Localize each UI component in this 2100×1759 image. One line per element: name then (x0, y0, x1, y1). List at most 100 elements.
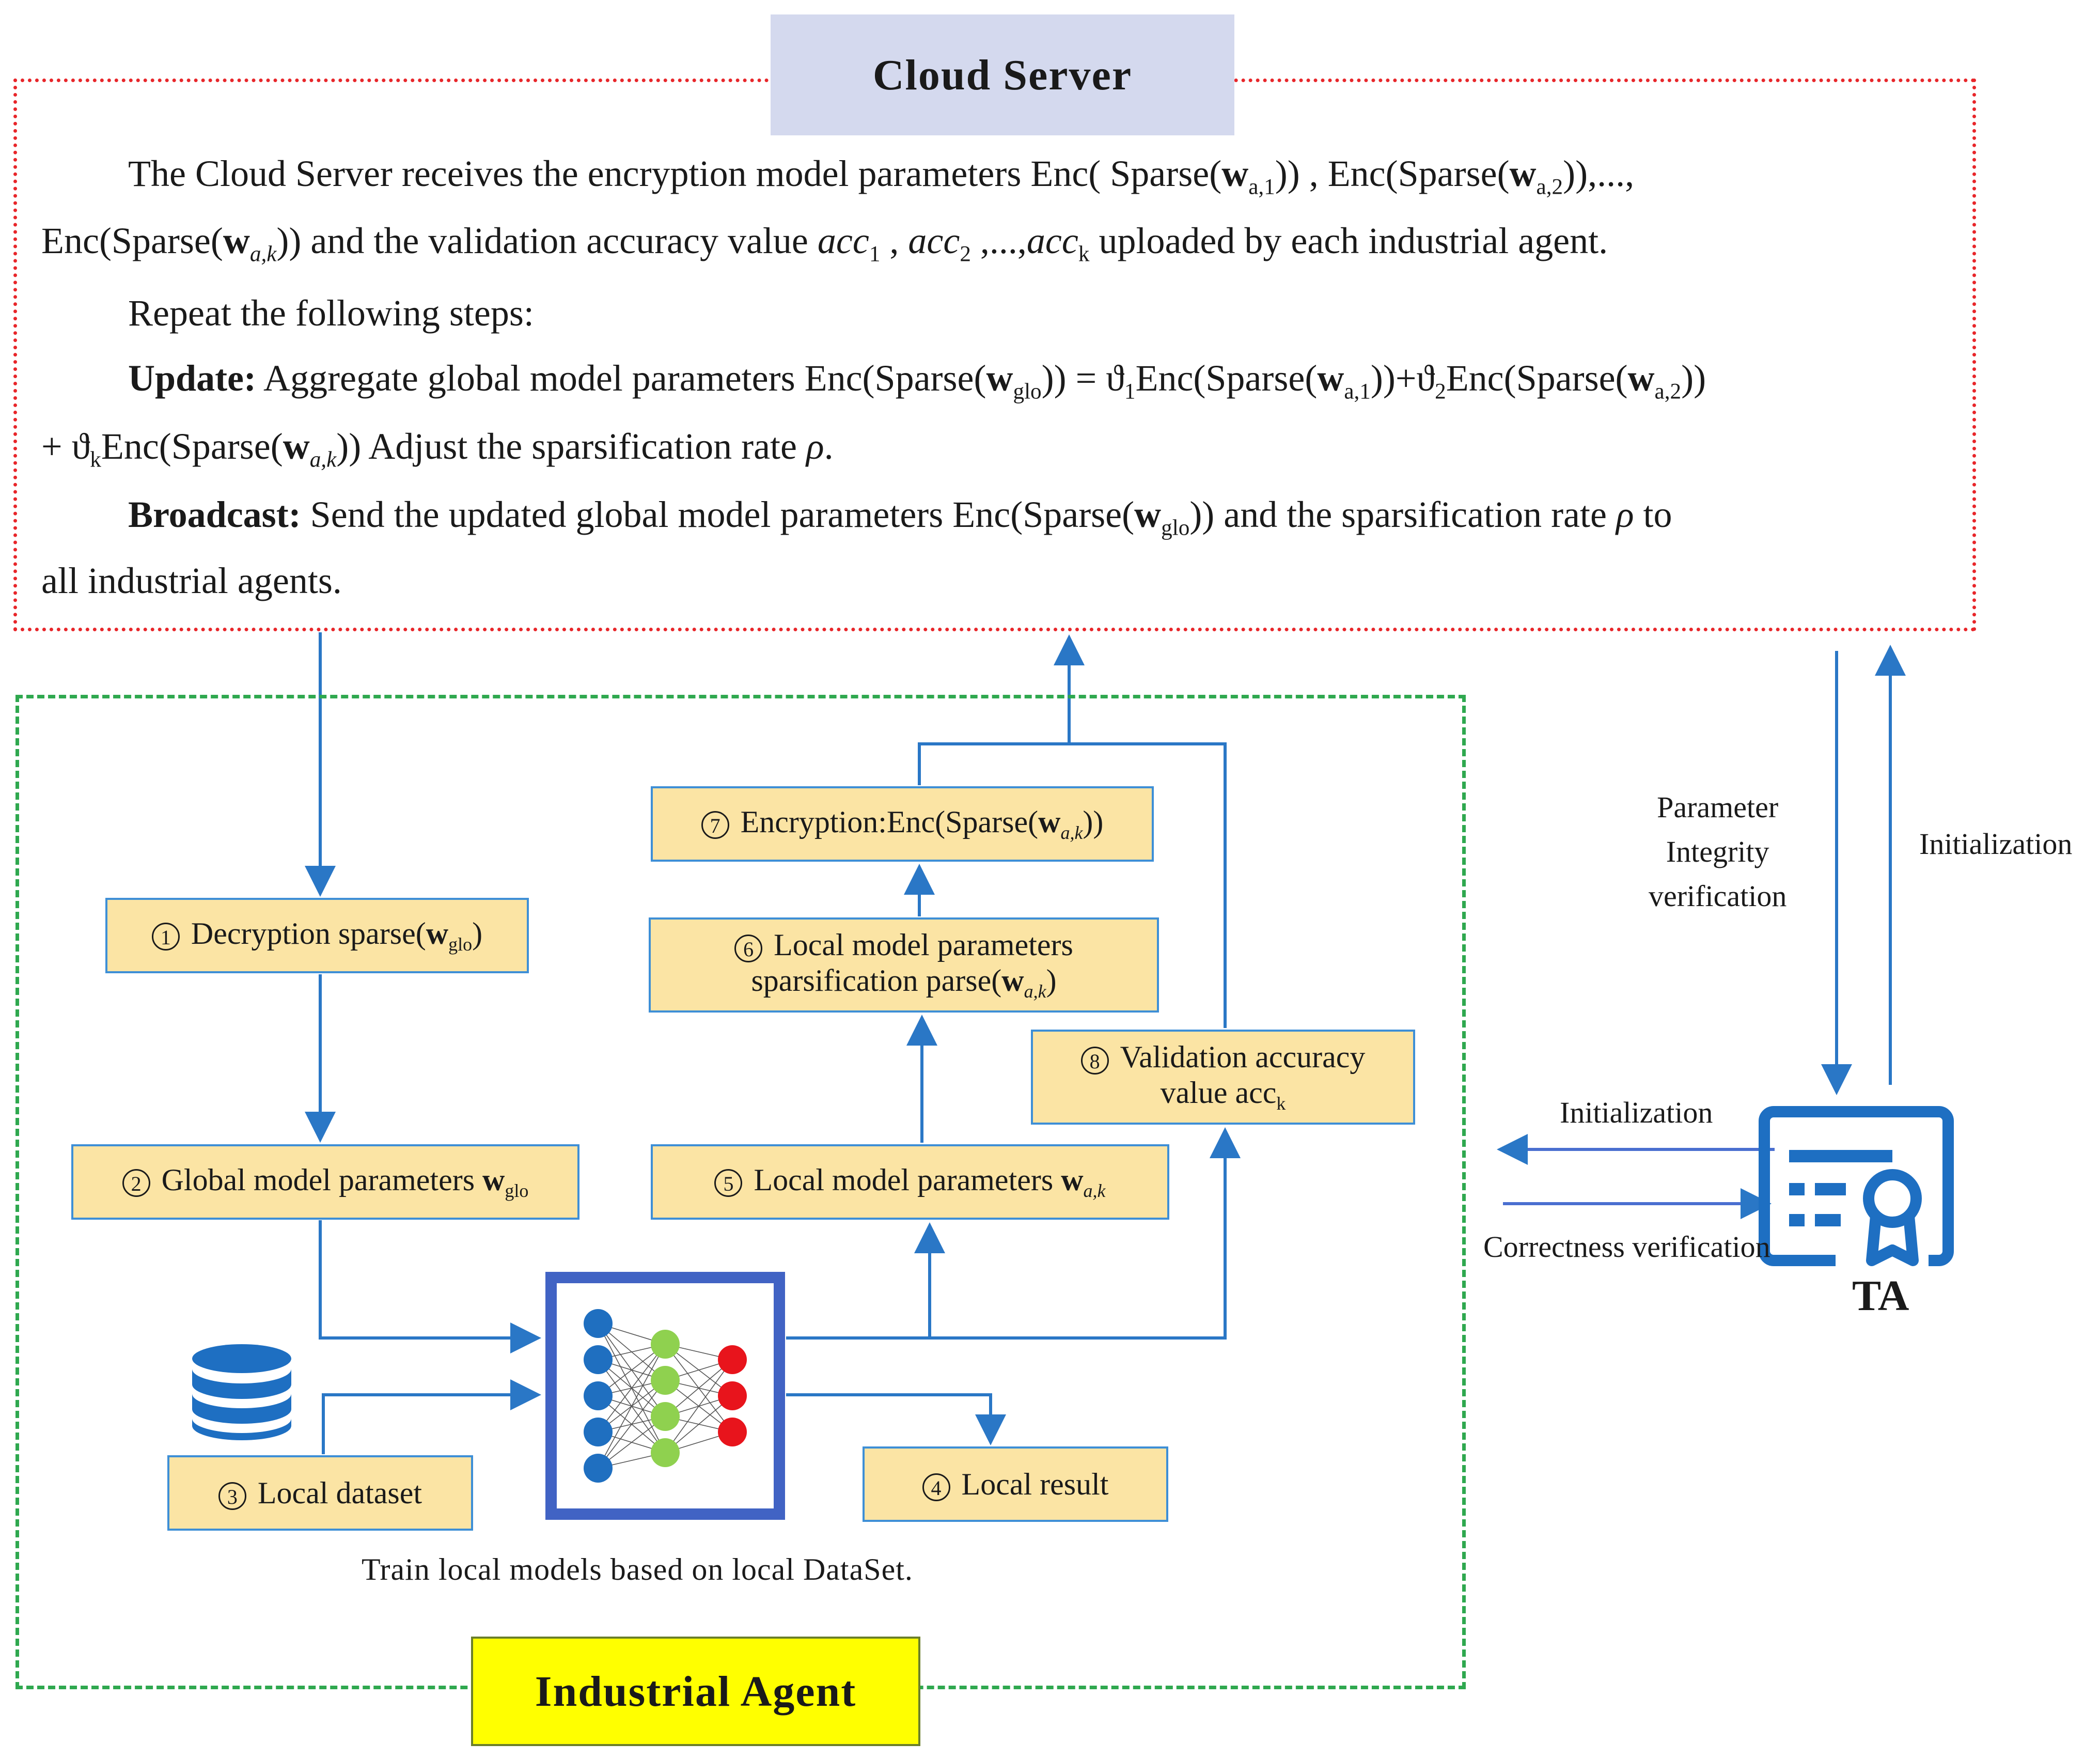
step-local-dataset: 3 Local dataset (167, 1455, 473, 1531)
text-run: )),..., (1563, 153, 1635, 194)
weight-symbol: w (482, 1162, 505, 1197)
step-number: 2 (122, 1169, 150, 1197)
cloud-line-2: Enc(Sparse(wa,k)) and the validation acc… (41, 222, 1608, 266)
subscript: a,k (1024, 981, 1046, 1002)
text-run: Enc(Sparse( (101, 426, 283, 467)
step-number: 5 (714, 1169, 743, 1197)
text-run: Enc(Sparse( (41, 220, 223, 261)
nn-hidden-node (651, 1330, 680, 1359)
step-number: 8 (1080, 1046, 1109, 1075)
nn-input-node (584, 1381, 613, 1410)
step-result-content: 4 Local result (922, 1467, 1109, 1502)
arrow-dataset-to-nn (322, 1379, 541, 1454)
subscript: a,k (1060, 822, 1083, 843)
nn-connection (598, 1380, 666, 1469)
subscript: k (1078, 242, 1090, 267)
step-number: 4 (922, 1473, 950, 1501)
text-run: The Cloud Server receives the encryption… (128, 153, 1222, 194)
text-run: )) and the sparsification rate (1189, 494, 1616, 535)
ta-certificate-icon (1759, 1106, 1954, 1266)
rho-symbol: ρ (806, 426, 824, 467)
weight-symbol: w (223, 220, 250, 261)
text-run: )) and the validation accuracy value (276, 220, 818, 261)
cloud-line-broadcast: Broadcast: Send the updated global model… (128, 496, 1672, 539)
text-run: Enc(Sparse( (1135, 357, 1318, 399)
weight-symbol: w (1509, 153, 1537, 194)
subscript: 1 (1124, 379, 1136, 404)
step-number: 3 (218, 1482, 246, 1510)
nn-nodes (584, 1309, 747, 1483)
step-text: Validation accuracy (1120, 1040, 1366, 1075)
nn-connection (598, 1344, 666, 1469)
step-text: Encryption:Enc(Sparse( (740, 804, 1039, 839)
subscript: 2 (1435, 379, 1446, 404)
weight-symbol: w (1134, 494, 1162, 535)
step-number: 1 (151, 923, 180, 951)
nn-input-node (584, 1418, 613, 1446)
text-run: ))+ϑ (1370, 357, 1435, 399)
subscript: k (90, 447, 101, 472)
initialization-label-vertical: Initialization (1919, 827, 2073, 861)
weight-symbol: w (426, 916, 449, 951)
subscript: a,k (1083, 1180, 1106, 1201)
nn-hidden-node (651, 1402, 680, 1431)
text-run: uploaded by each industrial agent. (1089, 220, 1608, 261)
subscript: glo (505, 1180, 529, 1201)
cloud-line-update-2: + ϑkEnc(Sparse(wa,k)) Adjust the sparsif… (41, 428, 834, 471)
text-run: to (1634, 494, 1672, 535)
step-text: sparsification parse( (751, 963, 1002, 998)
acc-symbol: acc (817, 220, 869, 261)
nn-output-node (718, 1345, 747, 1374)
nn-input-node (584, 1345, 613, 1374)
step-dataset-content: 3 Local dataset (218, 1475, 422, 1511)
nn-connection (665, 1395, 733, 1453)
acc-symbol: acc (1026, 220, 1078, 261)
step-text: Decryption sparse( (191, 916, 426, 951)
industrial-agent-title: Industrial Agent (471, 1637, 920, 1746)
subscript: a,k (309, 447, 337, 472)
nn-output-node (718, 1418, 747, 1446)
subscript: a,2 (1654, 379, 1682, 404)
rho-symbol: ρ (1616, 494, 1634, 535)
weight-symbol: w (986, 357, 1013, 399)
text-run: + ϑ (41, 426, 90, 467)
text-run: Enc(Sparse( (1446, 357, 1628, 399)
step-validation-line-1: 8 Validation accuracy (1080, 1039, 1366, 1075)
initialization-label-horizontal: Initialization (1560, 1096, 1713, 1129)
weight-symbol: w (1317, 357, 1344, 399)
subscript: 2 (960, 242, 971, 267)
acc-symbol: acc (908, 220, 960, 261)
text-run: )) , Enc(Sparse( (1275, 153, 1510, 194)
weight-symbol: w (1221, 153, 1249, 194)
nn-connection (598, 1344, 666, 1433)
step-text: Local model parameters (754, 1162, 1061, 1197)
label-line: verification (1649, 879, 1787, 913)
subscript: glo (1013, 379, 1042, 404)
subscript: glo (1161, 516, 1190, 540)
subscript: glo (448, 933, 473, 955)
neural-network-graphic (584, 1309, 747, 1483)
arrow-nn-to-validation (930, 1127, 1241, 1340)
step-local-result: 4 Local result (863, 1446, 1168, 1522)
step-text: Local dataset (257, 1475, 422, 1510)
step-number: 6 (734, 934, 763, 962)
subscript: a,1 (1344, 379, 1371, 404)
text-run: Aggregate global model parameters Enc(Sp… (256, 357, 986, 399)
subscript: a,1 (1248, 175, 1275, 199)
step-sparsify-line-2: sparsification parse(wa,k) (751, 963, 1056, 1002)
parameter-integrity-label: Parameter Integrity verification (1649, 785, 1786, 919)
step-text: Local result (961, 1467, 1109, 1501)
